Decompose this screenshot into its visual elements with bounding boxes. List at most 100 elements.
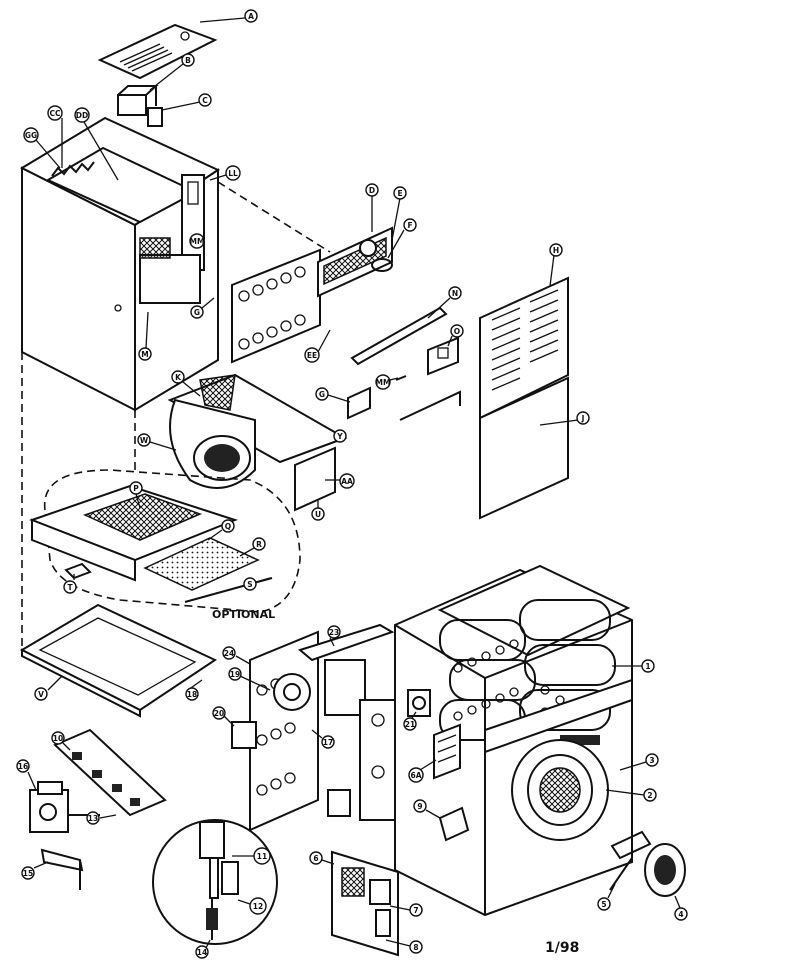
svg-text:14: 14 [197,948,207,957]
svg-text:N: N [452,289,458,298]
callout-f: F [387,218,417,259]
svg-text:CC: CC [49,109,61,118]
callout-b: B [149,53,195,91]
callout-1: 1 [612,659,655,673]
svg-text:20: 20 [214,709,224,718]
svg-text:Y: Y [336,432,343,441]
svg-text:T: T [67,583,73,592]
callout-w: W [137,433,177,451]
svg-text:H: H [553,246,559,255]
callout-v: V [34,675,63,701]
callout-5: 5 [597,883,616,911]
part-16-gas-valve [29,781,100,833]
svg-text:P: P [133,484,139,493]
svg-text:16: 16 [18,762,28,771]
callout-g-right: G [315,387,351,403]
blower-motor [609,830,686,897]
callout-dd: DD [74,107,119,181]
svg-text:8: 8 [413,943,418,952]
callout-u: U [311,500,325,521]
part-u-panel [294,446,336,512]
date-code: 1/98 [545,940,579,956]
part-o-bracket [427,336,459,376]
callout-h: H [549,243,563,287]
callout-gg: GG [23,127,61,169]
callout-9: 9 [413,799,441,819]
callout-s: S [243,577,271,591]
callout-n: N [427,286,462,319]
callout-14: 14 [195,939,211,959]
part-b-bracket [117,85,159,116]
tube-plate [231,248,321,364]
base-frame [19,603,218,718]
callout-r: R [239,537,266,557]
callout-cc: CC [47,105,63,168]
callout-24: 24 [222,646,251,665]
callout-11: 11 [232,847,271,865]
svg-text:18: 18 [187,690,197,699]
svg-text:21: 21 [405,720,415,729]
callout-d: D [365,183,379,232]
callout-16: 16 [16,759,37,791]
callout-mm-upper: MM [189,233,205,249]
optional-filter-group: OPTIONAL [29,469,301,621]
callout-a: A [199,9,258,23]
part-g-bracket [347,386,371,420]
svg-text:6: 6 [313,854,318,863]
callout-m: M [138,311,152,361]
top-cover-panel [97,23,218,80]
callout-q: Q [207,519,235,541]
svg-text:10: 10 [53,734,63,743]
callout-13: 13 [86,811,117,825]
svg-text:G: G [319,390,325,399]
svg-text:M: M [141,350,148,359]
svg-text:D: D [369,186,375,195]
callout-21: 21 [403,711,417,731]
svg-text:U: U [315,510,321,519]
callout-23: 23 [327,625,341,647]
callout-6a: 6A [408,759,437,783]
svg-text:MM: MM [376,378,391,387]
part-c-bracket [147,107,163,127]
svg-text:1: 1 [645,662,650,671]
svg-text:E: E [397,189,402,198]
callout-c: C [161,93,212,111]
svg-text:4: 4 [678,910,683,919]
callout-y: Y [333,429,347,443]
callout-t: T [63,574,77,594]
svg-text:11: 11 [257,852,267,861]
callout-4: 4 [674,895,688,921]
part-h-louvered-door [479,276,569,420]
callout-18: 18 [185,679,203,701]
svg-text:13: 13 [88,814,98,823]
svg-text:5: 5 [601,900,606,909]
control-panel [231,623,397,832]
svg-text:12: 12 [253,902,263,911]
part-d-plate [317,226,393,298]
svg-text:O: O [454,327,460,336]
callout-ll: LL [209,165,241,181]
callout-mm-mid: MM [375,374,399,390]
callout-6: 6 [309,851,335,865]
svg-text:GG: GG [25,131,37,140]
svg-text:MM: MM [190,237,205,246]
svg-text:9: 9 [417,802,422,811]
svg-text:7: 7 [413,906,418,915]
callout-k: K [171,370,201,397]
igniter-detail-view [152,819,278,945]
callouts: A B C CC DD GG LL MM D E F H N O EE MM G… [16,9,688,959]
control-board-assembly [331,850,399,957]
upper-cabinet [19,116,221,412]
callout-ee: EE [304,329,331,363]
callout-j: J [539,411,590,426]
part-n-rail [350,306,448,366]
part-10-circuit-board [53,728,167,817]
callout-19: 19 [228,667,271,691]
svg-text:DD: DD [76,111,88,120]
callout-aa: AA [325,473,355,489]
svg-text:S: S [247,580,252,589]
blower-housing [167,373,348,489]
svg-text:EE: EE [307,351,317,360]
part-15-pipe [40,848,84,890]
